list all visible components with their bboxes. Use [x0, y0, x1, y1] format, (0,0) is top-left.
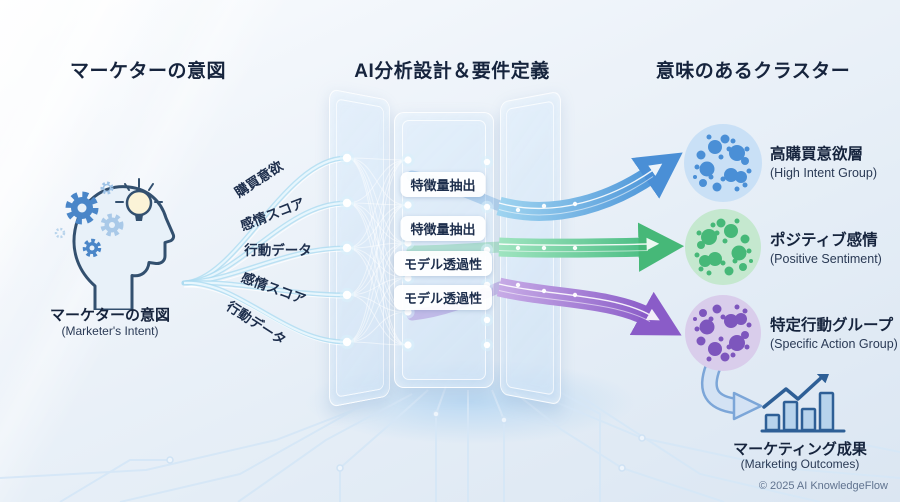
gear-icon: [100, 181, 114, 195]
panel-inner-frame: [402, 120, 486, 380]
stage-pill-feature-extraction-1: 特徴量抽出: [400, 172, 486, 197]
stage-pill-feature-extraction-2: 特徴量抽出: [400, 216, 486, 241]
header-meaningful-clusters: 意味のあるクラスター: [655, 61, 851, 82]
panel-frame: [500, 90, 561, 406]
stream-label-2: 感情スコア: [238, 195, 307, 234]
cluster-specific-action: [685, 295, 761, 371]
glass-panel-left: [329, 88, 390, 408]
stream-label-4: 感情スコア: [239, 269, 308, 308]
cluster-dots: [694, 218, 753, 276]
cluster-caption-positive-sentiment: ポジティブ感情 (Positive Sentiment): [770, 228, 882, 266]
cluster-subtitle: (High Intent Group): [770, 166, 877, 180]
copyright-text: © 2025 AI KnowledgeFlow: [758, 480, 888, 492]
head-profile: [72, 185, 176, 310]
cluster-positive-sentiment: [685, 209, 761, 285]
source-sublabel: (Marketer's Intent): [61, 324, 159, 338]
panel-inner-frame: [505, 100, 555, 396]
header-ai-analysis-design: AI分析設計＆要件定義: [354, 61, 550, 82]
cluster-subtitle: (Specific Action Group): [770, 337, 898, 351]
panel-frame: [394, 112, 494, 388]
gear-icon: [65, 191, 99, 225]
stream-label-3: 行動データ: [244, 243, 312, 258]
bar-chart-icon: [760, 374, 846, 433]
header-marketer-intent: マーケターの意図: [69, 61, 227, 82]
cluster-subtitle: (Positive Sentiment): [770, 252, 882, 266]
stage-pill-model-transparency-1: モデル透過性: [393, 251, 493, 276]
cluster-circle: [685, 209, 761, 285]
source-label: マーケターの意図: [49, 307, 171, 324]
cluster-title: 高購買意欲層: [770, 146, 864, 163]
stream-label-1: 購買意欲: [232, 158, 286, 201]
panel-frame: [329, 88, 390, 408]
cluster-dots: [693, 134, 752, 192]
glass-panel-right: [500, 90, 561, 406]
lightbulb-icon: [115, 178, 163, 221]
stage-pill-model-transparency-2: モデル透過性: [393, 285, 493, 310]
trend-arrow-icon: [762, 374, 832, 409]
cluster-caption-specific-action: 特定行動グループ (Specific Action Group): [770, 313, 898, 351]
cluster-caption-high-intent: 高購買意欲層 (High Intent Group): [770, 142, 877, 180]
gear-icon: [100, 213, 124, 237]
cluster-circle: [684, 124, 762, 202]
gear-icon: [82, 238, 102, 258]
cluster-dots: [693, 304, 752, 362]
outcome-sublabel: (Marketing Outcomes): [740, 457, 860, 471]
cluster-high-intent: [684, 124, 762, 202]
glass-panel-center: [394, 112, 494, 388]
cluster-title: 特定行動グループ: [770, 317, 894, 334]
gear-icon: [54, 227, 66, 239]
outcome-label: マーケティング成果: [733, 441, 867, 458]
cluster-title: ポジティブ感情: [770, 232, 878, 249]
marketer-head-icon: [54, 178, 176, 310]
panel-inner-frame: [335, 98, 385, 398]
stream-label-5: 行動データ: [223, 298, 289, 348]
cluster-circle: [685, 295, 761, 371]
